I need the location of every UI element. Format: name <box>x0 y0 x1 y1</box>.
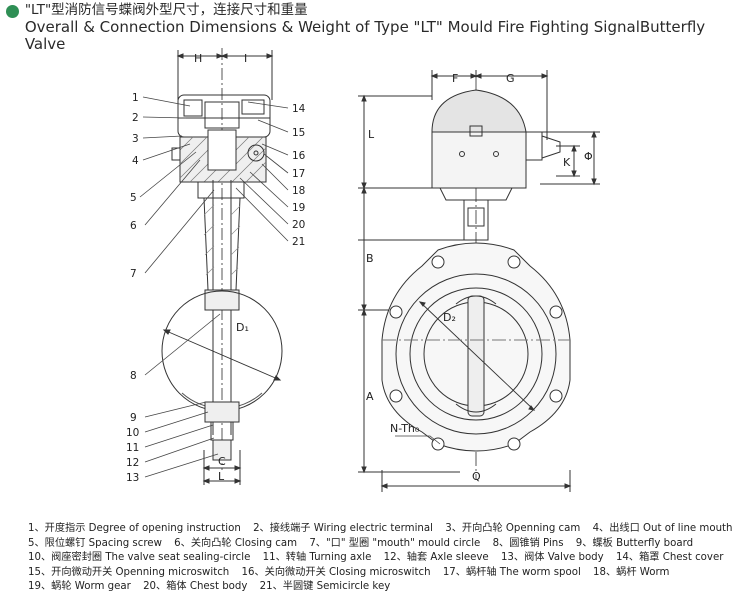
section-view <box>139 48 289 485</box>
legend-item: 8、圆锥销 Pins <box>492 537 564 549</box>
callout-19: 19 <box>292 202 305 214</box>
legend-item: 13、阀体 Valve body <box>500 552 604 564</box>
legend-item: 21、半圆键 Semicircle key <box>259 581 391 593</box>
page-header: "LT"型消防信号蝶阀外型尺寸，连接尺寸和重量 Overall & Connec… <box>6 2 741 53</box>
dim-q-label: Q <box>472 470 481 483</box>
callout-10: 10 <box>126 427 139 439</box>
green-bullet-icon <box>6 5 19 18</box>
callout-5: 5 <box>130 192 137 204</box>
callout-11: 11 <box>126 442 139 454</box>
legend-row-2: 5、限位螺钉 Spacing screw 6、关向凸轮 Closing cam … <box>28 537 741 552</box>
legend-item: 16、关向微动开关 Closing microswitch <box>241 566 431 578</box>
legend-item: 9、蝶板 Butterfly board <box>575 537 694 549</box>
dim-l-bottom-label: L <box>218 470 225 483</box>
legend-item: 20、箱体 Chest body <box>143 581 248 593</box>
legend-item: 5、限位螺钉 Spacing screw <box>28 537 162 549</box>
dim-l-label: L <box>368 128 375 141</box>
dim-a-label: A <box>366 390 374 403</box>
callout-14: 14 <box>292 103 306 115</box>
dim-phi-label: Φ <box>584 150 593 163</box>
title-english: Overall & Connection Dimensions & Weight… <box>24 18 706 53</box>
callout-21: 21 <box>292 236 305 248</box>
dim-c-label: C <box>218 455 226 468</box>
callout-16: 16 <box>292 150 306 162</box>
callout-2: 2 <box>132 112 139 124</box>
callout-numbers-right: 14 15 16 17 18 19 20 21 <box>292 103 306 248</box>
legend-row-3: 10、阀座密封圈 The valve seat sealing-circle 1… <box>28 551 741 566</box>
legend-row-4: 15、开向微动开关 Openning microswitch 16、关向微动开关… <box>28 566 741 581</box>
legend-item: 10、阀座密封圈 The valve seat sealing-circle <box>28 552 251 564</box>
legend-item: 7、"口" 型圈 "mouth" mould circle <box>309 537 481 549</box>
dim-g-label: G <box>506 72 515 85</box>
dim-d2-label: D₂ <box>443 311 456 324</box>
callout-9: 9 <box>130 412 137 424</box>
legend-item: 4、出线口 Out of line mouth <box>592 523 733 534</box>
legend-item: 15、开向微动开关 Openning microswitch <box>28 566 230 578</box>
callout-3: 3 <box>132 133 139 145</box>
callout-15: 15 <box>292 127 305 139</box>
callout-6: 6 <box>130 220 137 232</box>
dim-h-label: H <box>194 52 202 65</box>
legend-item: 3、开向凸轮 Openning cam <box>445 523 581 534</box>
legend-item: 6、关向凸轮 Closing cam <box>174 537 298 549</box>
title-chinese: "LT"型消防信号蝶阀外型尺寸，连接尺寸和重量 <box>24 2 308 18</box>
callout-17: 17 <box>292 168 305 180</box>
dim-i-label: I <box>244 52 247 65</box>
parts-legend: 1、开度指示 Degree of opening instruction 2、接… <box>28 522 741 595</box>
technical-drawing: H I F G L B A K Φ Q C L D₁ D₂ N-Th₀ 1 2 … <box>126 48 600 492</box>
dim-d1-label: D₁ <box>236 321 249 334</box>
legend-item: 11、转轴 Turning axle <box>262 552 372 564</box>
dim-b-label: B <box>366 252 374 265</box>
legend-item: 17、蜗杆轴 The worm spool <box>442 566 581 578</box>
callout-4: 4 <box>132 155 139 167</box>
callout-numbers-left: 1 2 3 4 5 6 7 8 9 10 11 12 13 <box>126 92 139 484</box>
callout-8: 8 <box>130 370 137 382</box>
legend-item: 14、箱罩 Chest cover <box>615 552 724 564</box>
legend-item: 18、蜗杆 Worm <box>593 566 670 578</box>
front-view <box>358 70 600 492</box>
dim-k-label: K <box>563 156 571 169</box>
legend-row-1: 1、开度指示 Degree of opening instruction 2、接… <box>28 522 741 537</box>
legend-item: 19、蜗轮 Worm gear <box>28 581 131 593</box>
callout-7: 7 <box>130 268 137 280</box>
legend-item: 1、开度指示 Degree of opening instruction <box>28 523 241 534</box>
callout-1: 1 <box>132 92 139 104</box>
dim-nth-label: N-Th₀ <box>390 422 420 435</box>
callout-13: 13 <box>126 472 139 484</box>
callout-18: 18 <box>292 185 305 197</box>
callout-20: 20 <box>292 219 305 231</box>
legend-row-5: 19、蜗轮 Worm gear 20、箱体 Chest body 21、半圆键 … <box>28 580 741 595</box>
legend-item: 12、轴套 Axle sleeve <box>383 552 489 564</box>
title-block: "LT"型消防信号蝶阀外型尺寸，连接尺寸和重量 Overall & Connec… <box>25 2 741 53</box>
dim-f-label: F <box>452 72 458 85</box>
legend-item: 2、接线端子 Wiring electric terminal <box>253 523 433 534</box>
callout-12: 12 <box>126 457 139 469</box>
